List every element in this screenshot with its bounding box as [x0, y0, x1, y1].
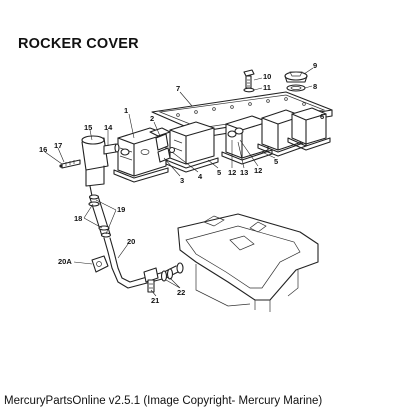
- callout-17: 17: [54, 141, 62, 150]
- callout-11: 11: [263, 83, 271, 92]
- callouts: 1 2 3 4 5 5 6 7 8 9 10 11 12 12 13 14 15…: [39, 61, 324, 305]
- callout-2: 2: [150, 114, 154, 123]
- fitting-21: [143, 267, 159, 293]
- diagram-title: ROCKER COVER: [18, 36, 139, 52]
- bolt-10: [243, 69, 255, 93]
- callout-14: 14: [104, 123, 113, 132]
- callout-13: 13: [240, 168, 248, 177]
- callout-3: 3: [180, 176, 184, 185]
- rocker-cover-holes: [176, 97, 306, 117]
- engine-block-outline: [177, 213, 319, 312]
- callout-22: 22: [177, 288, 185, 297]
- callout-1: 1: [124, 106, 128, 115]
- washers-22: [160, 268, 174, 282]
- breather-assembly: [59, 135, 120, 197]
- callout-18: 18: [74, 214, 82, 223]
- fittings: [155, 133, 176, 163]
- callout-4: 4: [198, 172, 203, 181]
- tube-20: [103, 237, 184, 289]
- callout-7: 7: [176, 84, 180, 93]
- rocker-housing-1: [113, 127, 169, 183]
- callout-12b: 12: [254, 166, 262, 175]
- callout-12a: 12: [228, 168, 236, 177]
- callout-8: 8: [313, 82, 317, 91]
- callout-6: 6: [320, 112, 324, 121]
- clip-20a: [91, 255, 109, 273]
- rocker-housing-2: [149, 121, 219, 173]
- callout-10: 10: [263, 72, 271, 81]
- callout-21: 21: [151, 296, 159, 305]
- callout-19: 19: [117, 205, 125, 214]
- callout-5b: 5: [274, 157, 278, 166]
- callout-9: 9: [313, 61, 317, 70]
- hose-18-19: [88, 194, 112, 238]
- callout-20a: 20A: [58, 257, 72, 266]
- callout-20: 20: [127, 237, 135, 246]
- callout-15: 15: [84, 123, 92, 132]
- image-copyright-caption: MercuryPartsOnline v2.5.1 (Image Copyrig…: [4, 395, 323, 407]
- callout-5a: 5: [217, 168, 221, 177]
- leader-lines: [44, 67, 321, 297]
- oil-filler-cap: [284, 71, 308, 92]
- callout-16: 16: [39, 145, 47, 154]
